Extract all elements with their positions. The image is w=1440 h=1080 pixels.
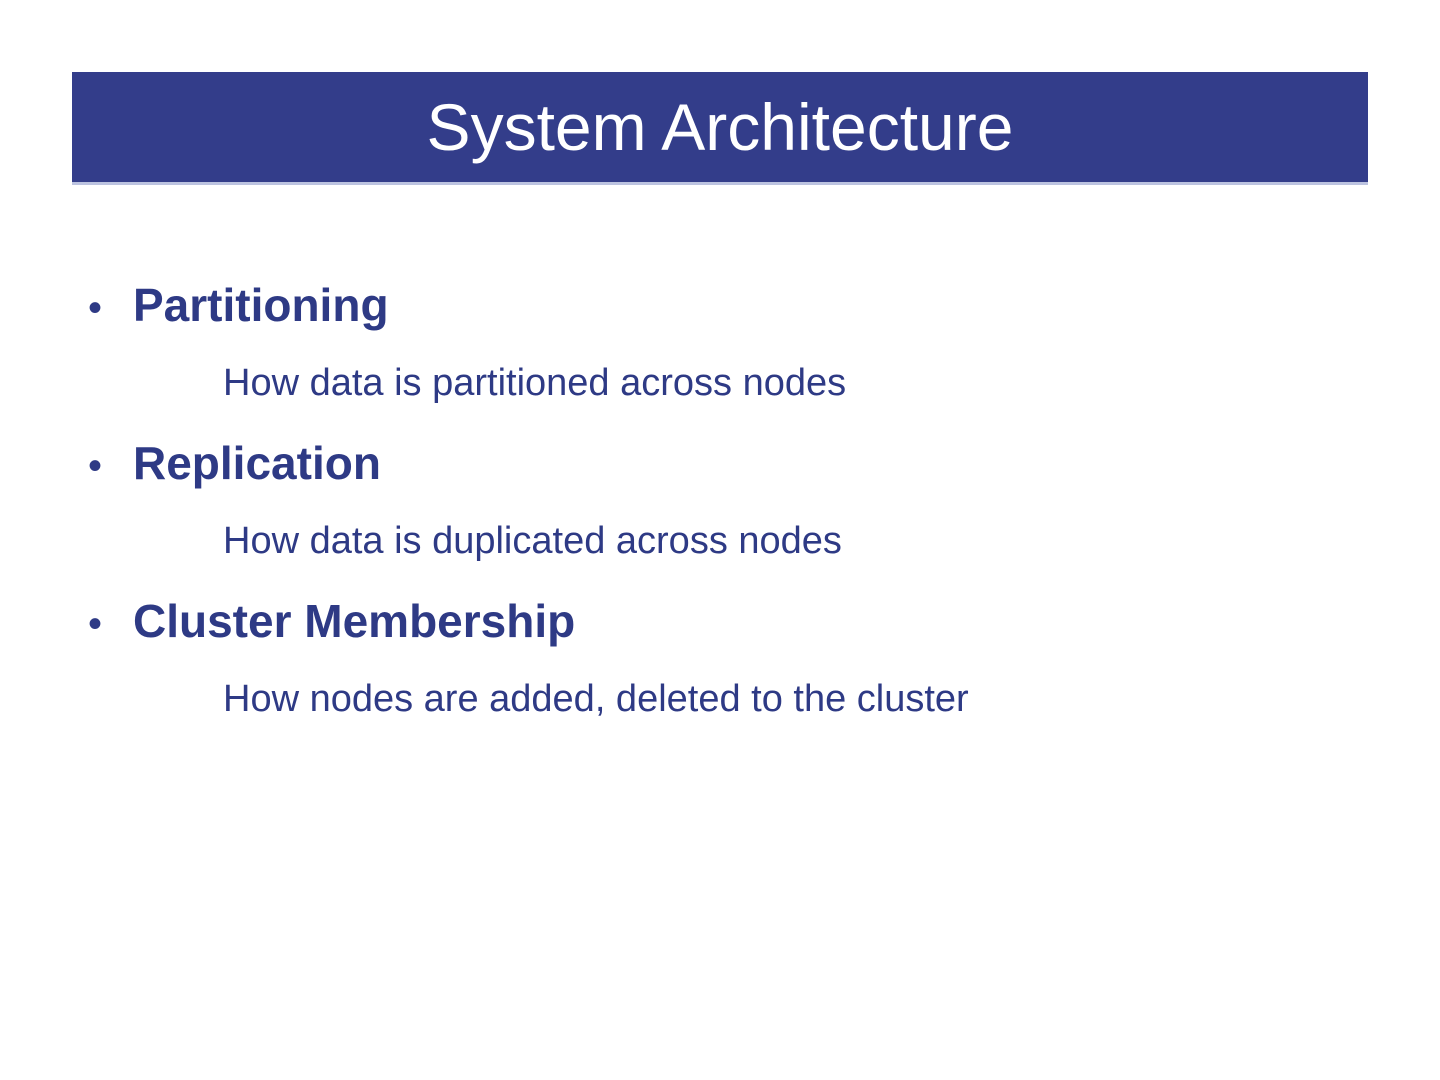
bullet-item: • Replication How data is duplicated acr… xyxy=(88,436,1368,564)
bullet-description: How data is partitioned across nodes xyxy=(223,362,847,404)
bullet-description: How data is duplicated across nodes xyxy=(223,520,842,562)
bullet-heading: Replication xyxy=(133,437,381,489)
bullet-heading-row: • Cluster Membership xyxy=(88,594,1368,652)
bullet-dot-icon: • xyxy=(88,602,103,646)
bullet-item: • Cluster Membership How nodes are added… xyxy=(88,594,1368,722)
bullet-description: How nodes are added, deleted to the clus… xyxy=(223,678,969,720)
bullet-item: • Partitioning How data is partitioned a… xyxy=(88,278,1368,406)
bullet-heading-row: • Replication xyxy=(88,436,1368,494)
bullet-list: • Partitioning How data is partitioned a… xyxy=(88,278,1368,752)
bullet-heading-row: • Partitioning xyxy=(88,278,1368,336)
slide-title: System Architecture xyxy=(426,90,1014,164)
bullet-heading: Partitioning xyxy=(133,279,389,331)
bullet-dot-icon: • xyxy=(88,286,103,330)
bullet-heading: Cluster Membership xyxy=(133,595,576,647)
bullet-dot-icon: • xyxy=(88,444,103,488)
title-bar: System Architecture xyxy=(72,72,1368,185)
